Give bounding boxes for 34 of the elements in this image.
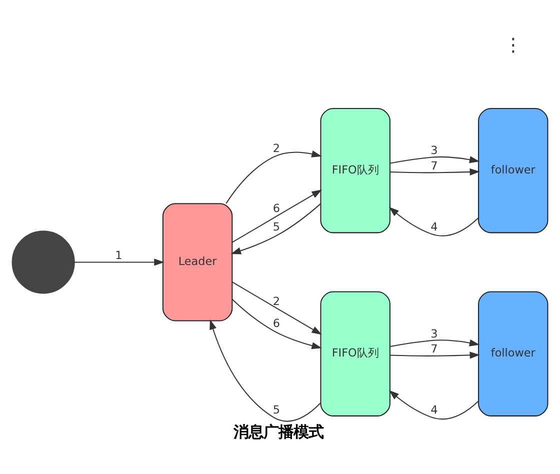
caption: 消息广播模式	[234, 422, 324, 440]
edge-label: 6	[272, 316, 280, 330]
edge-label: 5	[272, 220, 280, 233]
label: ⋮	[504, 34, 522, 56]
arrow	[226, 150, 322, 204]
edge-label: 3	[430, 144, 438, 157]
node-person	[12, 230, 75, 294]
arrow	[390, 168, 480, 176]
arrow	[230, 203, 321, 254]
edge-label: 6	[272, 202, 280, 215]
arrow	[74, 258, 164, 266]
arrow	[232, 189, 322, 242]
edge-label: 7	[430, 158, 438, 172]
edge-label: 1	[115, 248, 122, 262]
node-box: Leader	[162, 202, 233, 321]
arrow	[390, 351, 480, 358]
edge-label: 5	[272, 403, 280, 416]
arrow	[390, 338, 480, 346]
node-box: follower	[478, 107, 548, 233]
node-box: FIFO队列	[320, 107, 390, 233]
edge-label: 2	[272, 142, 280, 155]
edge-label: 7	[430, 342, 438, 356]
node-box: FIFO队列	[320, 290, 390, 416]
arrow	[232, 281, 322, 334]
arrow	[390, 156, 480, 164]
arrow	[388, 390, 478, 420]
edge-label: 4	[430, 220, 438, 233]
edge-label: 3	[430, 326, 438, 340]
edge-label: 4	[430, 403, 438, 416]
edge-label: 2	[272, 294, 280, 308]
arrow	[210, 318, 321, 422]
arrow	[388, 206, 478, 236]
node-box: follower	[478, 290, 548, 416]
arrow	[232, 298, 322, 349]
